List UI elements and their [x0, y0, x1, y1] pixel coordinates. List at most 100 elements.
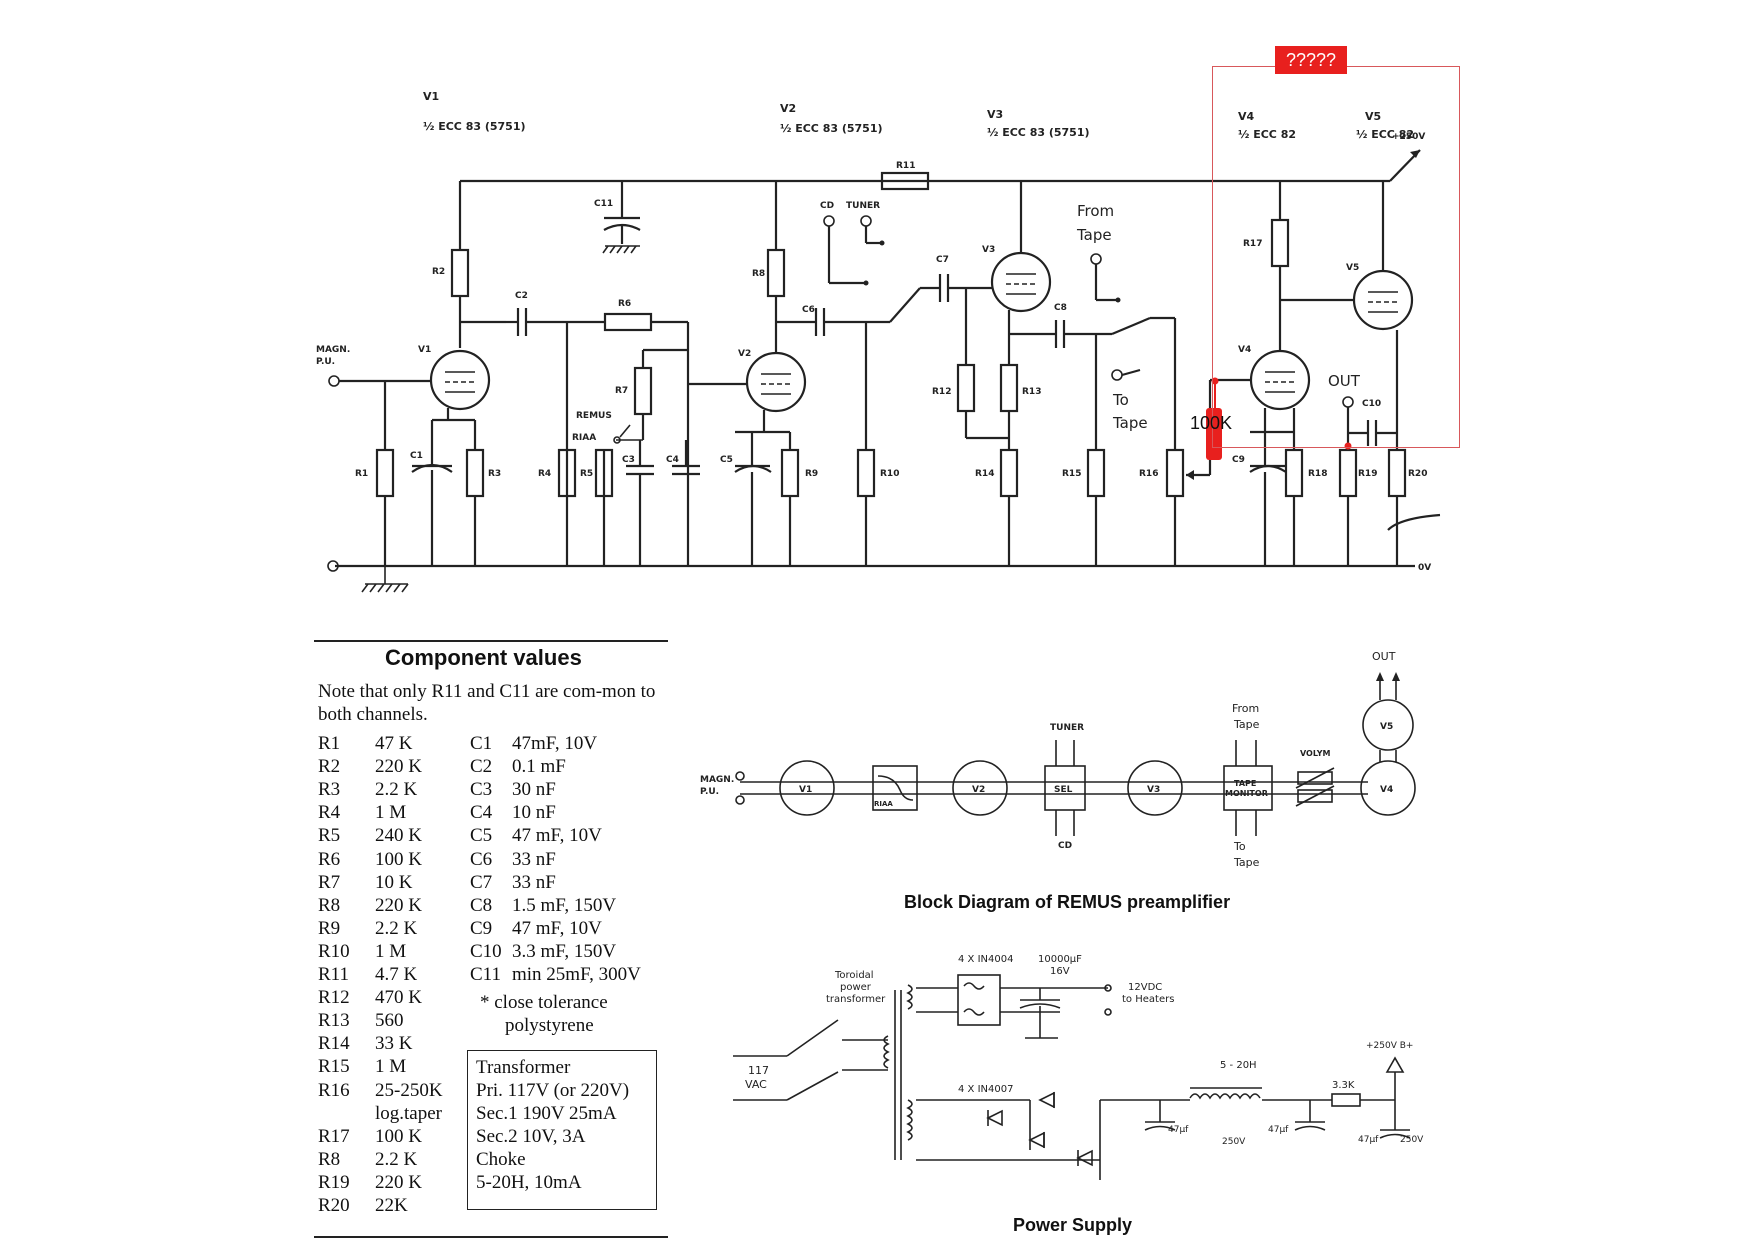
resistor-ref: R14	[318, 1033, 350, 1055]
r17-label: R17	[1243, 239, 1262, 249]
ps-bridge2: 4 X IN4007	[958, 1084, 1013, 1095]
footnote-1: * close tolerance	[480, 992, 608, 1013]
bd-input-1: MAGN.	[700, 775, 734, 785]
r10-label: R10	[880, 469, 899, 479]
annotation-box	[1212, 66, 1460, 448]
component-values-bottom-rule	[314, 1236, 668, 1238]
capacitor-value: 3.3 mF, 150V	[512, 940, 617, 962]
remus-label: REMUS	[576, 411, 612, 421]
component-values-title: Component values	[385, 645, 582, 670]
bd-v3: V3	[1147, 785, 1160, 795]
capacitor-ref: C6	[470, 848, 493, 870]
capacitor-ref: C5	[470, 825, 493, 847]
capacitor-ref: C4	[470, 802, 493, 824]
bd-to-tape-2: Tape	[1233, 856, 1260, 869]
r13-label: R13	[1022, 387, 1041, 397]
resistor-ref: R11	[318, 964, 349, 985]
footnote-2: polystyrene	[505, 1015, 594, 1036]
v2-type: ½ ECC 83 (5751)	[780, 122, 883, 135]
r18-label: R18	[1308, 469, 1327, 479]
power-supply: Toroidal power transformer 117 VAC 4 X I…	[733, 954, 1424, 1180]
v5-tube-label: V5	[1346, 263, 1359, 273]
resistor-ref: R5	[318, 825, 341, 847]
resistor-value: 1 M	[375, 802, 407, 824]
bd-tuner: TUNER	[1050, 723, 1084, 733]
capacitor-value: min 25mF, 300V	[512, 964, 641, 985]
resistor-ref: R6	[318, 848, 341, 870]
bd-out: OUT	[1372, 650, 1396, 663]
v3-type: ½ ECC 83 (5751)	[987, 126, 1090, 139]
to-tape-label-1: To	[1112, 391, 1129, 409]
r9-label: R9	[805, 469, 818, 479]
bd-sel: SEL	[1054, 785, 1073, 795]
to-tape-label-2: Tape	[1112, 414, 1148, 432]
c3-label: C3	[622, 455, 635, 465]
ps-cap2: 47µf	[1168, 1125, 1189, 1135]
ps-heater-1: 12VDC	[1128, 982, 1162, 993]
bd-v4: V4	[1380, 785, 1393, 795]
ps-cap4-voltage: 250V	[1400, 1135, 1424, 1145]
ps-transformer-3: transformer	[826, 994, 886, 1005]
bd-v5: V5	[1380, 722, 1393, 732]
ps-choke: 5 - 20H	[1220, 1060, 1257, 1071]
capacitor-ref: C9	[470, 917, 493, 939]
capacitor-value: 0.1 mF	[512, 756, 566, 778]
block-diagram-title: Block Diagram of REMUS preamplifier	[904, 892, 1231, 912]
resistor-ref: R1	[318, 733, 341, 754]
resistor-value: 240 K	[375, 825, 422, 847]
annotation-tag: ?????	[1275, 46, 1347, 74]
ps-heater-2: to Heaters	[1122, 994, 1174, 1005]
r19-label: R19	[1358, 469, 1377, 479]
r12-label: R12	[932, 387, 951, 397]
transformer-line-2: Pri. 117V (or 220V)	[476, 1080, 630, 1101]
ps-transformer-1: Toroidal	[834, 970, 874, 981]
resistor-value: 100 K	[375, 1125, 422, 1147]
transformer-box: Transformer Pri. 117V (or 220V) Sec.1 19…	[467, 1050, 657, 1210]
v5-name: V5	[1365, 110, 1381, 123]
resistor-ref: R19	[318, 1171, 350, 1193]
c1-label: C1	[410, 451, 423, 461]
v1-type: ½ ECC 83 (5751)	[423, 120, 526, 133]
component-values-top-rule	[314, 640, 668, 642]
v4-name: V4	[1238, 110, 1255, 123]
riaa-label: RIAA	[572, 433, 596, 443]
bd-to-tape-1: To	[1233, 840, 1246, 853]
v4-tube-label: V4	[1238, 345, 1251, 355]
r6-label: R6	[618, 299, 631, 309]
r7-label: R7	[615, 386, 628, 396]
r14-label: R14	[975, 469, 994, 479]
r3-label: R3	[488, 469, 501, 479]
transformer-line-6: 5-20H, 10mA	[476, 1172, 582, 1193]
r16-label: R16	[1139, 469, 1158, 479]
resistor-value: 22K	[375, 1195, 408, 1216]
ps-out: +250V B+	[1366, 1041, 1413, 1051]
resistor-ref: R8	[318, 894, 341, 916]
resistor-ref: R13	[318, 1010, 350, 1032]
ps-mains-1: 117	[748, 1064, 769, 1077]
bd-monitor: MONITOR	[1225, 789, 1268, 798]
v2-tube-label: V2	[738, 349, 751, 359]
input-label-1: MAGN.	[316, 345, 350, 355]
ps-cap3: 47µf	[1268, 1125, 1289, 1135]
resistor-ref: R15	[318, 1056, 350, 1078]
annotation-resistor-value: 100K	[1190, 413, 1233, 433]
resistor-ref: R3	[318, 779, 341, 801]
capacitor-value: 47 mF, 10V	[512, 825, 602, 847]
resistor-value: 2.2 K	[375, 917, 418, 939]
r2-label: R2	[432, 267, 445, 277]
c8-label: C8	[1054, 303, 1067, 313]
bd-v2: V2	[972, 785, 985, 795]
ps-transformer-2: power	[840, 982, 872, 993]
resistor-ref: R9	[318, 917, 341, 939]
resistor-value: 220 K	[375, 894, 422, 916]
bd-v1: V1	[799, 785, 812, 795]
v3-tube-label: V3	[982, 245, 995, 255]
ground-label: 0V	[1418, 563, 1431, 573]
resistor-ref: R7	[318, 871, 341, 893]
v5-type: ½ ECC 82	[1356, 128, 1414, 141]
ps-cap4: 47µf	[1358, 1135, 1379, 1145]
capacitor-ref: C8	[470, 894, 493, 916]
ps-resistor: 3.3K	[1332, 1080, 1355, 1091]
from-tape-label-2: Tape	[1076, 226, 1112, 244]
bd-input-2: P.U.	[700, 787, 719, 797]
